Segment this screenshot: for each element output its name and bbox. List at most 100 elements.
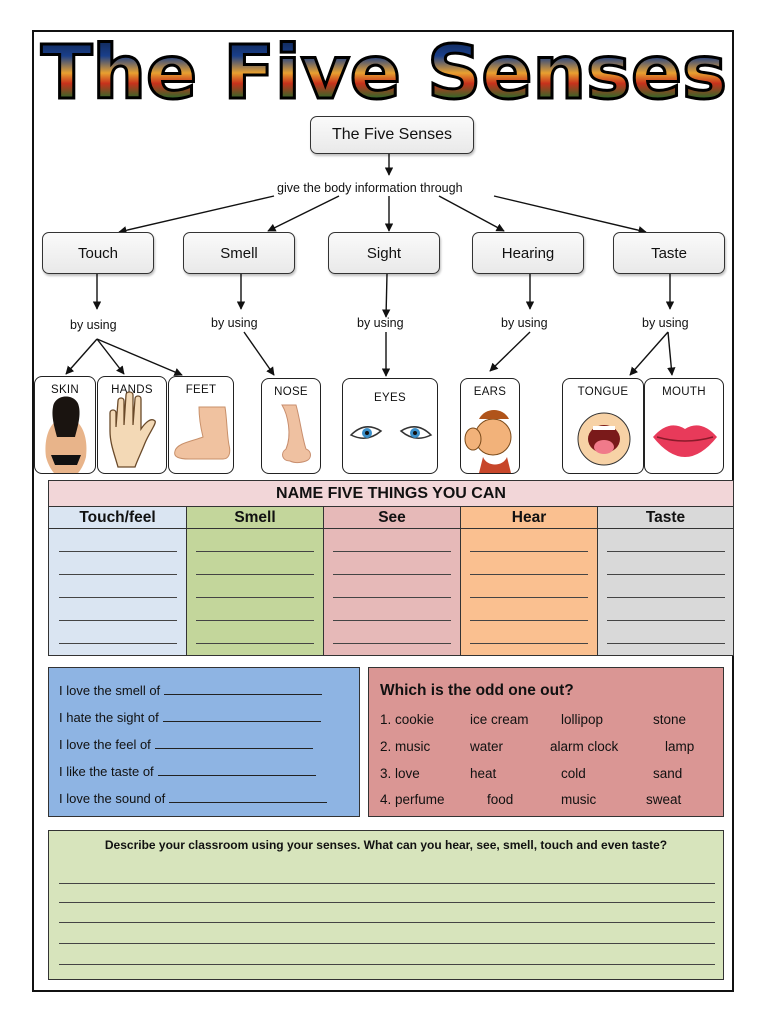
column-header: Touch/feel xyxy=(49,507,186,529)
worksheet-page: The Five Senses xyxy=(32,30,734,992)
sentence-text: I hate the sight of xyxy=(59,710,159,725)
by-using-taste: by using xyxy=(642,316,689,330)
card-label: NOSE xyxy=(274,386,308,398)
odd-word[interactable]: 1. cookie xyxy=(380,712,435,727)
by-using-touch: by using xyxy=(70,318,117,332)
card-feet: FEET xyxy=(168,376,234,474)
odd-word[interactable]: ice cream xyxy=(470,712,529,727)
answer-line[interactable] xyxy=(470,598,588,621)
answer-blank[interactable] xyxy=(157,763,316,776)
root-box: The Five Senses xyxy=(310,116,474,154)
answer-line[interactable] xyxy=(606,575,725,598)
answer-line[interactable] xyxy=(606,552,725,575)
sentence-text: I love the smell of xyxy=(59,683,161,698)
card-ears: EARS xyxy=(460,378,520,474)
odd-word[interactable]: alarm clock xyxy=(550,739,619,754)
table-column-taste: Taste xyxy=(598,507,733,655)
writing-line[interactable] xyxy=(59,964,715,965)
answer-line[interactable] xyxy=(333,598,451,621)
odd-row: 3. love heat cold sand xyxy=(380,766,720,784)
answer-line[interactable] xyxy=(58,552,177,575)
odd-word[interactable]: water xyxy=(470,739,504,754)
answer-line[interactable] xyxy=(58,575,177,598)
answer-blank[interactable] xyxy=(164,682,323,695)
card-label: EARS xyxy=(473,386,507,398)
table-column-touch: Touch/feel xyxy=(49,507,187,655)
answer-line[interactable] xyxy=(58,529,177,552)
writing-line[interactable] xyxy=(59,922,715,923)
odd-row: 2. music water alarm clock lamp xyxy=(380,739,720,757)
answer-line[interactable] xyxy=(333,575,451,598)
answer-line[interactable] xyxy=(196,552,314,575)
table-heading: NAME FIVE THINGS YOU CAN xyxy=(49,481,733,507)
sense-box-smell: Smell xyxy=(183,232,295,274)
describe-question: Describe your classroom using your sense… xyxy=(104,838,668,852)
answer-blank[interactable] xyxy=(169,790,328,803)
answer-line[interactable] xyxy=(58,598,177,621)
eyes-picture xyxy=(349,426,433,439)
sense-label: Smell xyxy=(220,244,258,262)
answer-blank[interactable] xyxy=(154,736,313,749)
odd-word[interactable]: food xyxy=(487,792,514,807)
root-label: The Five Senses xyxy=(331,126,453,143)
card-label: HANDS xyxy=(111,384,153,396)
answer-line[interactable] xyxy=(606,621,725,644)
answer-line[interactable] xyxy=(606,598,725,621)
odd-word[interactable]: lollipop xyxy=(561,712,604,727)
card-hands: HANDS xyxy=(97,376,167,474)
odd-word[interactable]: sweat xyxy=(646,792,682,807)
tongue-picture xyxy=(577,412,631,466)
odd-word[interactable]: 4. perfume xyxy=(380,792,445,807)
sense-box-touch: Touch xyxy=(42,232,154,274)
writing-line[interactable] xyxy=(59,943,715,944)
card-label: FEET xyxy=(185,384,217,396)
sentence-text: I like the taste of xyxy=(59,764,154,779)
sentence-row: I love the sound of xyxy=(59,790,328,806)
sense-box-sight: Sight xyxy=(328,232,440,274)
sense-label: Touch xyxy=(77,244,119,262)
odd-word[interactable]: lamp xyxy=(665,739,695,754)
foot-picture xyxy=(174,406,231,460)
sentence-box: I love the smell of I hate the sight of … xyxy=(48,667,360,817)
writing-line[interactable] xyxy=(59,902,715,903)
odd-word[interactable]: music xyxy=(561,792,597,807)
skin-picture xyxy=(45,396,87,473)
card-eyes: EYES xyxy=(342,378,438,474)
answer-line[interactable] xyxy=(470,575,588,598)
answer-line[interactable] xyxy=(470,621,588,644)
sense-box-taste: Taste xyxy=(613,232,725,274)
mouth-picture xyxy=(653,425,717,457)
card-label: TONGUE xyxy=(577,386,629,398)
column-header: Taste xyxy=(598,507,733,529)
answer-line[interactable] xyxy=(196,621,314,644)
writing-line[interactable] xyxy=(59,883,715,884)
card-label: MOUTH xyxy=(662,386,706,398)
column-header: Hear xyxy=(461,507,597,529)
odd-word[interactable]: cold xyxy=(561,766,586,781)
by-using-sight: by using xyxy=(357,316,404,330)
by-using-hearing: by using xyxy=(501,316,548,330)
sentence-row: I love the smell of xyxy=(59,682,323,698)
sentence-row: I hate the sight of xyxy=(59,709,321,725)
answer-line[interactable] xyxy=(470,529,588,552)
card-tongue: TONGUE xyxy=(562,378,644,474)
odd-word[interactable]: 2. music xyxy=(380,739,431,754)
table-column-smell: Smell xyxy=(187,507,324,655)
answer-line[interactable] xyxy=(196,575,314,598)
ear-picture xyxy=(464,410,512,473)
odd-word[interactable]: 3. love xyxy=(380,766,420,781)
answer-line[interactable] xyxy=(333,621,451,644)
answer-line[interactable] xyxy=(606,529,725,552)
answer-line[interactable] xyxy=(58,621,177,644)
answer-line[interactable] xyxy=(470,552,588,575)
sentence-row: I like the taste of xyxy=(59,763,316,779)
answer-line[interactable] xyxy=(196,529,314,552)
answer-blank[interactable] xyxy=(162,709,321,722)
answer-line[interactable] xyxy=(333,529,451,552)
odd-word[interactable]: sand xyxy=(653,766,683,781)
by-using-smell: by using xyxy=(211,316,258,330)
answer-line[interactable] xyxy=(333,552,451,575)
odd-word[interactable]: heat xyxy=(470,766,497,781)
answer-line[interactable] xyxy=(196,598,314,621)
odd-word[interactable]: stone xyxy=(653,712,687,727)
